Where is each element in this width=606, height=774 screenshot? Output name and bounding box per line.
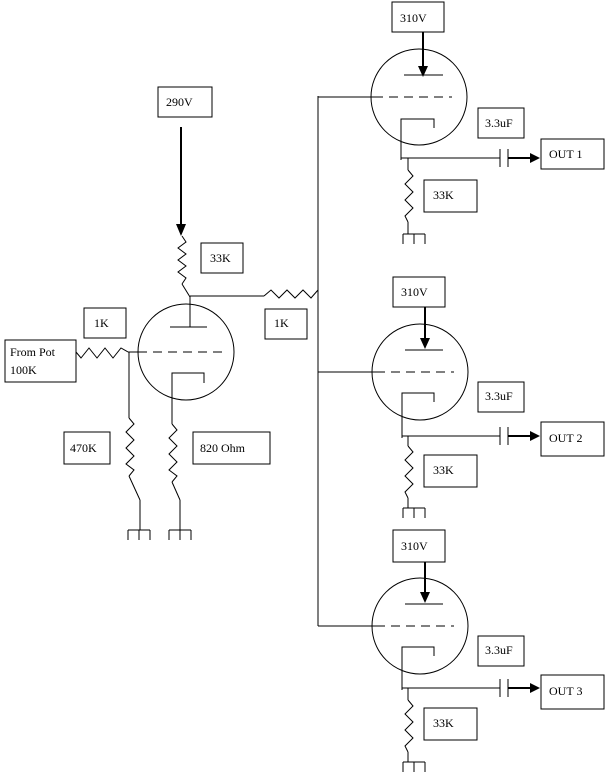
supply-label: 310V xyxy=(400,11,427,25)
output-label: OUT 3 xyxy=(549,684,582,698)
output-label: OUT 1 xyxy=(549,147,582,161)
cathode-resistor-label: 33K xyxy=(433,716,454,730)
capacitor-label: 3.3uF xyxy=(485,116,513,130)
plate-resistor: 33K xyxy=(177,235,244,298)
supply-label: 310V xyxy=(401,285,428,299)
cathode-resistor-label: 33K xyxy=(433,463,454,477)
cathode-resistor-label: 33K xyxy=(433,188,454,202)
svg-text:1K: 1K xyxy=(94,316,109,330)
supply-label: 310V xyxy=(401,539,428,553)
supply-arrow xyxy=(176,127,186,236)
input-label: From Pot 100K xyxy=(4,339,77,383)
svg-text:From Pot: From Pot xyxy=(10,345,56,359)
grid-leak-resistor: 470K xyxy=(63,352,151,540)
coupling-resistor: 1K xyxy=(263,289,319,340)
svg-text:820 Ohm: 820 Ohm xyxy=(200,441,246,455)
svg-text:100K: 100K xyxy=(10,363,37,377)
input-stage: 290V 33K 1K xyxy=(4,86,319,540)
svg-text:33K: 33K xyxy=(210,251,231,265)
svg-text:1K: 1K xyxy=(274,316,289,330)
output-stage-1: 310V 3.3uF OUT 1 33K xyxy=(318,1,605,244)
grid-stopper: 1K xyxy=(75,307,140,359)
output-label: OUT 2 xyxy=(549,431,582,445)
plate-supply-label: 290V xyxy=(157,86,213,118)
input-tube xyxy=(137,303,235,401)
svg-text:290V: 290V xyxy=(166,95,193,109)
cathode-resistor: 820 Ohm xyxy=(168,395,271,540)
output-stage-2: 310V 3.3uF OUT 2 33K xyxy=(318,276,605,518)
output-stage-3: 310V 3.3uF OUT 3 33K xyxy=(318,529,605,772)
capacitor-label: 3.3uF xyxy=(485,389,513,403)
svg-text:470K: 470K xyxy=(70,441,97,455)
capacitor-label: 3.3uF xyxy=(485,643,513,657)
